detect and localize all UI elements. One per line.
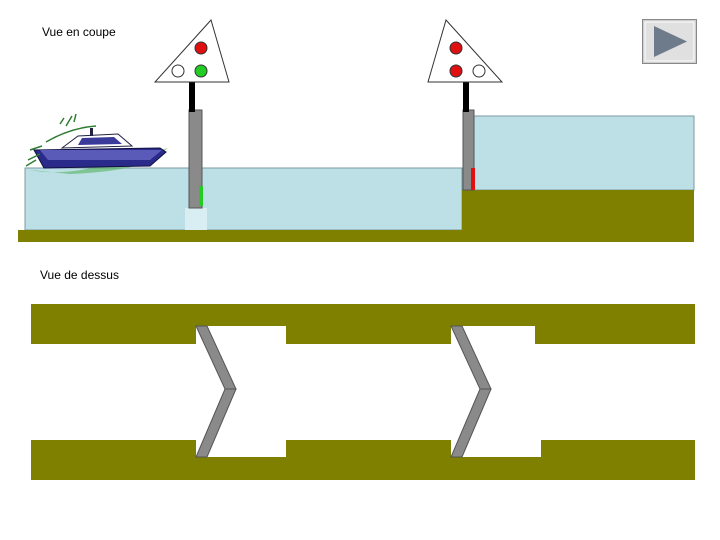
gate-gap bbox=[185, 208, 207, 230]
top-gate-right-lower bbox=[450, 388, 492, 458]
cross-section bbox=[18, 18, 695, 242]
top-bank-2 bbox=[196, 304, 286, 326]
play-icon bbox=[642, 19, 697, 64]
signal-right-red-light-top bbox=[449, 41, 463, 55]
upstream-ground bbox=[462, 190, 694, 242]
top-bank-5 bbox=[535, 304, 695, 344]
gate-right-indicator bbox=[471, 168, 475, 190]
signal-right-pole bbox=[463, 82, 469, 112]
top-bank-4 bbox=[451, 304, 535, 326]
downstream-ground bbox=[18, 230, 462, 242]
top-gate-left-upper bbox=[195, 325, 237, 390]
cut-view-label: Vue en coupe bbox=[42, 25, 116, 39]
signal-left-green-light bbox=[194, 64, 208, 78]
signal-right-red-light-bottom bbox=[449, 64, 463, 78]
bottom-bank-5 bbox=[541, 440, 695, 480]
signal-right-panel bbox=[427, 18, 504, 83]
top-bank-3 bbox=[286, 304, 451, 344]
top-view bbox=[31, 304, 695, 480]
bottom-bank-2 bbox=[196, 457, 286, 480]
downstream-water bbox=[24, 167, 463, 231]
top-gate-left-lower bbox=[195, 388, 237, 458]
boat-icon bbox=[25, 113, 168, 174]
signal-left-off-light bbox=[171, 64, 185, 78]
bottom-bank-4 bbox=[451, 457, 541, 480]
signal-left-red-light bbox=[194, 41, 208, 55]
gate-left bbox=[188, 109, 203, 209]
bottom-bank-1 bbox=[31, 440, 196, 480]
upstream-water bbox=[471, 115, 695, 191]
signal-left-panel bbox=[153, 18, 230, 83]
bottom-bank-3 bbox=[286, 440, 451, 480]
top-bank-1 bbox=[31, 304, 196, 344]
signal-right-off-light bbox=[472, 64, 486, 78]
top-view-label: Vue de dessus bbox=[40, 268, 119, 282]
signal-left-pole bbox=[189, 82, 195, 112]
play-button[interactable] bbox=[642, 19, 697, 64]
gate-left-indicator bbox=[199, 186, 203, 206]
top-gate-right-upper bbox=[450, 325, 492, 390]
